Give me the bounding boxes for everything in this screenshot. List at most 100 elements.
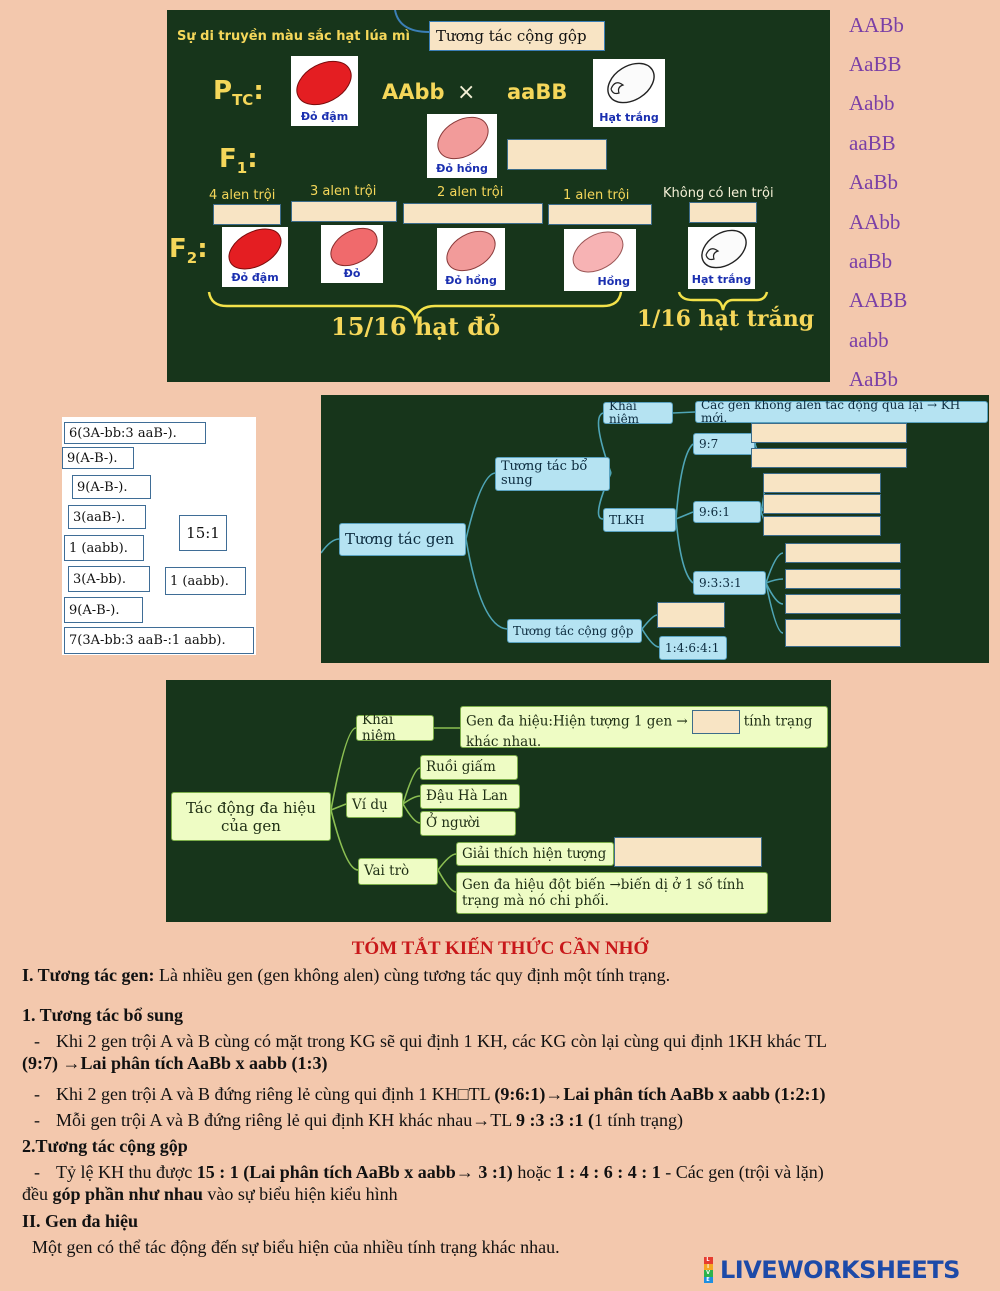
genotype-option-2[interactable]: AaBB <box>849 52 902 76</box>
light-red-seed-icon <box>330 227 378 267</box>
genotype-option-3[interactable]: Aabb <box>849 91 895 115</box>
seed-caption: Đỏ đậm <box>231 271 279 284</box>
seed-card-f2-2: Đỏ <box>321 225 383 283</box>
ratio-tile[interactable]: 3(A-bb). <box>68 566 150 592</box>
mindmap1-tlkh: TLKH <box>603 508 676 532</box>
ratio-tile[interactable]: 9(A-B-). <box>64 597 143 623</box>
section-gene-interaction: I. Tương tác gen: Là nhiều gen (gen khôn… <box>22 965 671 985</box>
f1-genotype-dropzone[interactable] <box>507 139 607 170</box>
seed-card-parent1: Đỏ đậm <box>291 56 358 126</box>
f2-label: F2: <box>169 234 208 268</box>
pink-seed-icon <box>437 116 489 160</box>
mindmap1-concept-text: Các gen không alen tác động qua lại → KH… <box>695 399 988 424</box>
board-curves <box>207 10 769 325</box>
ratio-node-9-6-1: 9:6:1 <box>693 501 761 523</box>
dropzone-9-7-b[interactable] <box>751 448 907 468</box>
mindmap1-additive: Tương tác cộng gộp <box>507 619 642 643</box>
section-pleiotropy-title: II. Gen đa hiệu <box>22 1211 139 1231</box>
f2-dropzone-5[interactable] <box>689 202 757 223</box>
dropzone-9-6-1-b[interactable] <box>763 494 881 514</box>
genotype-option-6[interactable]: AAbb <box>849 210 901 234</box>
ratio-red-label: 15/16 hạt đỏ <box>331 312 501 341</box>
seed-caption: Hạt trắng <box>599 111 659 124</box>
section-complementary-title: 1. Tương tác bổ sung <box>22 1005 183 1025</box>
cross-symbol: × <box>457 80 476 105</box>
mindmap2-concept: Khái niệm <box>356 712 434 744</box>
seed-card-f2-5: Hạt trắng <box>688 227 755 289</box>
genotype-option-4[interactable]: aaBB <box>849 131 896 155</box>
seed-caption: Hồng <box>597 275 630 288</box>
red-seed-icon <box>228 228 282 270</box>
logo-text: LIVEWORKSHEETS <box>720 1256 960 1284</box>
f2-header-2: 3 alen trội <box>310 184 377 199</box>
genotype-option-10[interactable]: AaBb <box>849 367 898 391</box>
example-pea: Đậu Hà Lan <box>420 784 520 809</box>
wheat-color-board: Sự di truyền màu sắc hạt lúa mì Tương tá… <box>167 10 830 382</box>
ratio-tile[interactable]: 1 (aabb). <box>64 535 144 561</box>
ratio-tile[interactable]: 1 (aabb). <box>165 567 246 595</box>
seed-caption: Đỏ hồng <box>445 274 497 287</box>
ratio-tile[interactable]: 6(3A-bb:3 aaB-). <box>64 422 206 444</box>
ratio-node-9-3-3-1: 9:3:3:1 <box>693 571 766 595</box>
dropzone-9-6-1-c[interactable] <box>763 516 881 536</box>
genotype-option-7[interactable]: aaBb <box>849 249 893 273</box>
f2-dropzone-4[interactable] <box>548 204 652 225</box>
seed-card-parent2: Hạt trắng <box>593 59 665 127</box>
ratio-tile[interactable]: 15:1 <box>179 515 227 551</box>
f2-header-1: 4 alen trội <box>209 188 276 203</box>
ratio-tile[interactable]: 7(3A-bb:3 aaB-:1 aabb). <box>64 627 254 654</box>
seed-card-f1: Đỏ hồng <box>427 114 497 178</box>
f2-header-5: Không có len trội <box>663 186 774 201</box>
mindmap2-concept-text: Gen đa hiệu:Hiện tượng 1 gen →tính trạng… <box>460 706 828 750</box>
genotype-option-8[interactable]: AABB <box>849 288 908 312</box>
genotype-option-5[interactable]: AaBb <box>849 170 898 194</box>
parent1-genotype: AAbb <box>382 80 445 104</box>
dropzone-9-7-a[interactable] <box>751 423 907 443</box>
f2-dropzone-3[interactable] <box>403 203 543 224</box>
dropzone-9-6-1-a[interactable] <box>763 473 881 493</box>
ratio-tile[interactable]: 3(aaB-). <box>68 505 146 529</box>
f2-header-4: 1 alen trội <box>563 188 630 203</box>
pleiotropy-mindmap: Tác động đa hiệu của gen Khái niệm Gen đ… <box>166 680 831 922</box>
ratio-tile[interactable]: 9(A-B-). <box>72 475 151 499</box>
f2-dropzone-2[interactable] <box>291 201 397 222</box>
role-explain: Giải thích hiện tượng <box>456 842 614 866</box>
mindmap2-examples: Ví dụ <box>346 792 403 818</box>
bullet-complementary-1: -Khi 2 gen trội A và B cùng có mặt trong… <box>22 1031 828 1073</box>
seed-caption: Đỏ đậm <box>300 110 349 123</box>
multiplicity-dropzone[interactable] <box>691 710 740 734</box>
mindmap-connectors <box>330 727 460 893</box>
mindmap1-complementary: Tương tác bổ sung <box>495 457 610 491</box>
summary-heading: TÓM TẮT KIẾN THỨC CẦN NHỚ <box>351 938 649 959</box>
bullet-complementary-2: -Khi 2 gen trội A và B đứng riêng lẻ cùn… <box>34 1084 826 1104</box>
genotype-option-9[interactable]: aabb <box>849 328 889 352</box>
mindmap2-root: Tác động đa hiệu của gen <box>171 792 331 841</box>
dropzone-9-3-3-1-d[interactable] <box>785 619 901 647</box>
seed-caption: Đỏ hồng <box>436 162 488 175</box>
seed-caption: Hạt trắng <box>691 273 752 286</box>
dropzone-9-3-3-1-b[interactable] <box>785 569 901 589</box>
ratio-tile[interactable]: 9(A-B-). <box>62 447 134 469</box>
dropzone-9-3-3-1-a[interactable] <box>785 543 901 563</box>
seed-card-f2-1: Đỏ đậm <box>222 227 288 287</box>
section-additive-title: 2.Tương tác cộng gộp <box>22 1136 188 1156</box>
dropzone-9-3-3-1-c[interactable] <box>785 594 901 614</box>
light-pink-seed-icon <box>572 231 624 273</box>
mindmap2-role: Vai trò <box>358 858 438 885</box>
role-explain-dropzone[interactable] <box>614 837 762 867</box>
f2-header-3: 2 alen trội <box>437 185 504 200</box>
board-title: Sự di truyền màu sắc hạt lúa mì <box>177 29 411 44</box>
ratio-node-9-7: 9:7 <box>693 433 755 455</box>
seed-caption: Đỏ <box>343 267 361 280</box>
white-seed-icon <box>701 229 747 269</box>
genotype-option-1[interactable]: AABb <box>849 13 904 37</box>
f2-dropzone-1[interactable] <box>213 204 281 225</box>
logo-badge-letter: V <box>703 1270 713 1277</box>
section-pleiotropy-text: Một gen có thể tác động đến sự biểu hiện… <box>32 1237 560 1257</box>
ratio-white-label: 1/16 hạt trắng <box>637 306 815 332</box>
mindmap1-concept: Khái niệm <box>603 400 673 425</box>
dropzone-additive[interactable] <box>657 602 725 628</box>
ratio-node-1-4-6-4-1: 1:4:6:4:1 <box>659 636 727 660</box>
